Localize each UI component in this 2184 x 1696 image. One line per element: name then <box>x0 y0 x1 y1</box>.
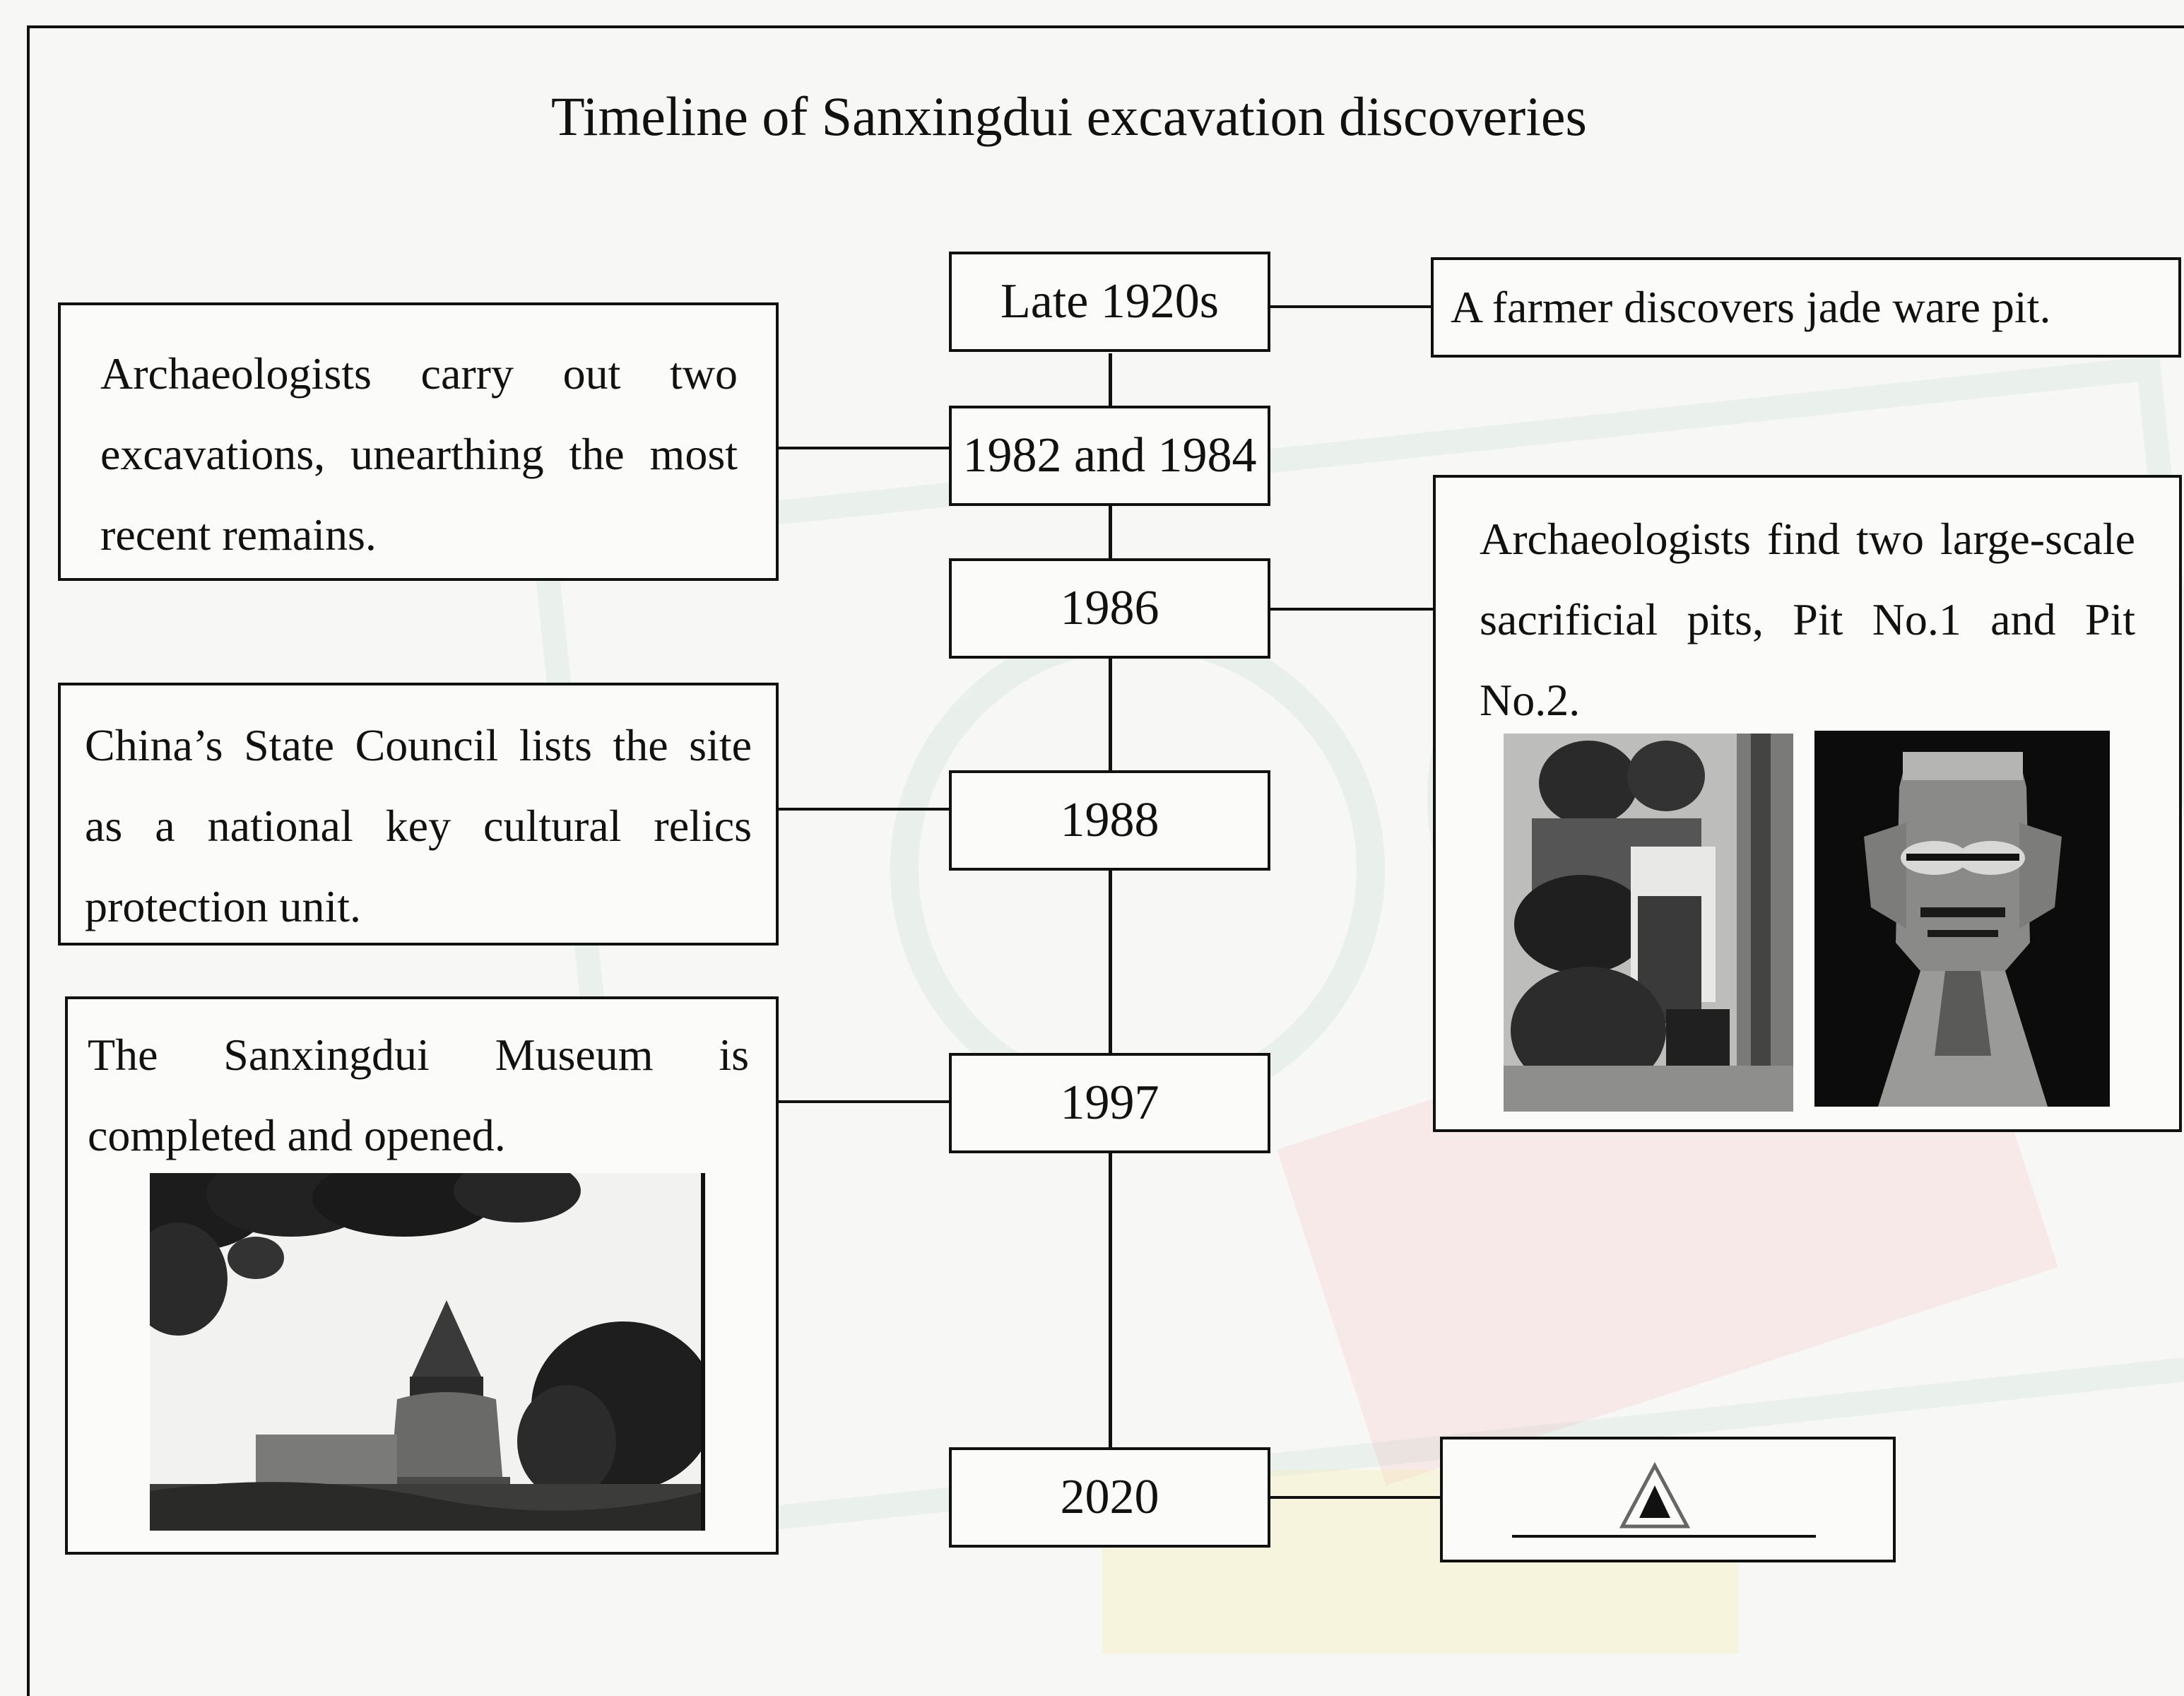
event-text: China’s State Council lists the site as … <box>85 720 752 931</box>
connector-1982-1984 <box>777 447 950 449</box>
timeline-axis <box>1109 353 1112 1456</box>
excavation-photo <box>1504 734 1793 1112</box>
event-text: Archaeologists find two large-scale sacr… <box>1480 514 2135 725</box>
page-border <box>27 25 2184 1696</box>
event-text: The Sanxingdui Museum is completed and o… <box>88 1030 749 1160</box>
museum-photo <box>150 1173 705 1531</box>
year-label: 2020 <box>1060 1470 1159 1524</box>
connector-1988 <box>777 808 950 811</box>
year-box-late-1920s: Late 1920s <box>949 252 1270 352</box>
year-box-1982-1984: 1982 and 1984 <box>949 406 1270 506</box>
year-box-1997: 1997 <box>949 1053 1270 1153</box>
event-box-2020 <box>1440 1437 1896 1562</box>
event-box-late-1920s: A farmer discovers jade ware pit. <box>1431 257 2181 358</box>
event-text: A farmer discovers jade ware pit. <box>1451 282 2051 332</box>
year-label: 1986 <box>1060 581 1159 635</box>
connector-late-1920s <box>1268 305 1434 308</box>
year-label: 1997 <box>1060 1076 1159 1130</box>
year-box-2020: 2020 <box>949 1447 1270 1548</box>
warning-triangle-icon <box>1619 1461 1691 1529</box>
answer-blank-line <box>1512 1535 1816 1538</box>
year-box-1986: 1986 <box>949 558 1270 659</box>
event-box-1988: China’s State Council lists the site as … <box>58 683 779 946</box>
year-label: 1982 and 1984 <box>962 428 1257 483</box>
connector-1997 <box>777 1100 950 1103</box>
year-label: Late 1920s <box>1000 274 1220 329</box>
connector-1986 <box>1268 608 1434 611</box>
year-label: 1988 <box>1060 793 1159 847</box>
year-box-1988: 1988 <box>949 770 1270 871</box>
event-box-1982-1984: Archaeologists carry out two excavations… <box>58 302 779 581</box>
event-text: Archaeologists carry out two excavations… <box>100 348 738 560</box>
connector-2020 <box>1268 1496 1441 1499</box>
bronze-mask-photo <box>1814 731 2110 1107</box>
diagram-title: Timeline of Sanxingdui excavation discov… <box>551 86 1587 147</box>
